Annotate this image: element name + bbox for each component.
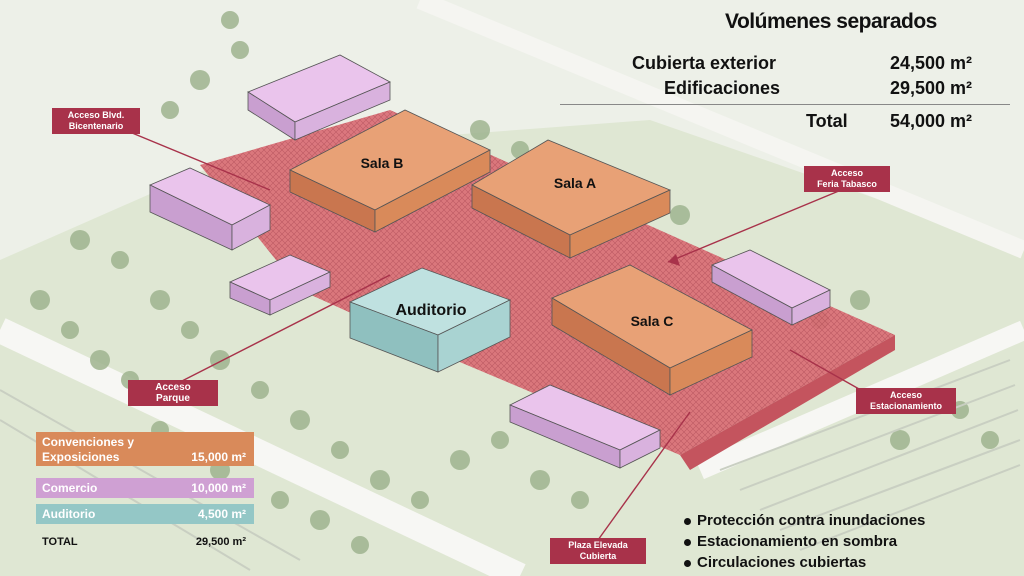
auditorio-label: Auditorio (395, 302, 466, 319)
summary-label: Cubierta exterior (632, 53, 777, 73)
arrow-icon (668, 254, 680, 266)
commerce-building (509, 384, 661, 469)
features-list: Protección contra inundaciones Estaciona… (684, 510, 1014, 573)
plaza-steps (680, 335, 895, 470)
summary-label: Edificaciones (664, 78, 781, 98)
sala-a-building (471, 139, 672, 259)
summary-divider (560, 104, 1010, 105)
legend-row-convenciones: Convenciones y Exposiciones 15,000 m² (36, 432, 254, 466)
commerce-building (149, 167, 271, 251)
road (0, 318, 526, 576)
feature-item: Protección contra inundaciones (684, 510, 1014, 531)
auditorio-building (348, 267, 512, 373)
tag-plaza-elevada: Plaza Elevada Cubierta (550, 538, 646, 564)
tag-acceso-feria: Acceso Feria Tabasco (804, 166, 890, 192)
bullet-icon (684, 538, 691, 546)
tag-acceso-estacionamiento: Acceso Estacionamiento (856, 388, 956, 414)
commerce-building (229, 254, 331, 316)
summary-value: 24,500 m² (890, 53, 973, 73)
tag-acceso-parque: Acceso Parque (128, 380, 218, 406)
summary-value: 54,000 m² (890, 111, 973, 131)
sala-b-label: Sala B (361, 155, 404, 171)
commerce-building (247, 54, 391, 141)
bullet-icon (684, 559, 691, 567)
legend-row-comercio: Comercio 10,000 m² (36, 478, 254, 498)
tag-acceso-bicentenario: Acceso Blvd. Bicentenario (52, 108, 140, 134)
legend-row-auditorio: Auditorio 4,500 m² (36, 504, 254, 524)
road (416, 0, 1024, 259)
sala-c-label: Sala C (631, 313, 674, 329)
bullet-icon (684, 517, 691, 525)
feature-item: Estacionamiento en sombra (684, 531, 1014, 552)
summary-label: Total (806, 111, 848, 131)
sala-b-building (289, 109, 491, 233)
sala-c-building (551, 264, 753, 396)
sala-a-label: Sala A (554, 175, 596, 191)
commerce-building (711, 249, 831, 326)
feature-item: Circulaciones cubiertas (684, 552, 1014, 573)
summary-value: 29,500 m² (890, 78, 973, 98)
legend-row-total: TOTAL 29,500 m² (42, 536, 246, 548)
summary-title: Volúmenes separados (725, 10, 937, 33)
